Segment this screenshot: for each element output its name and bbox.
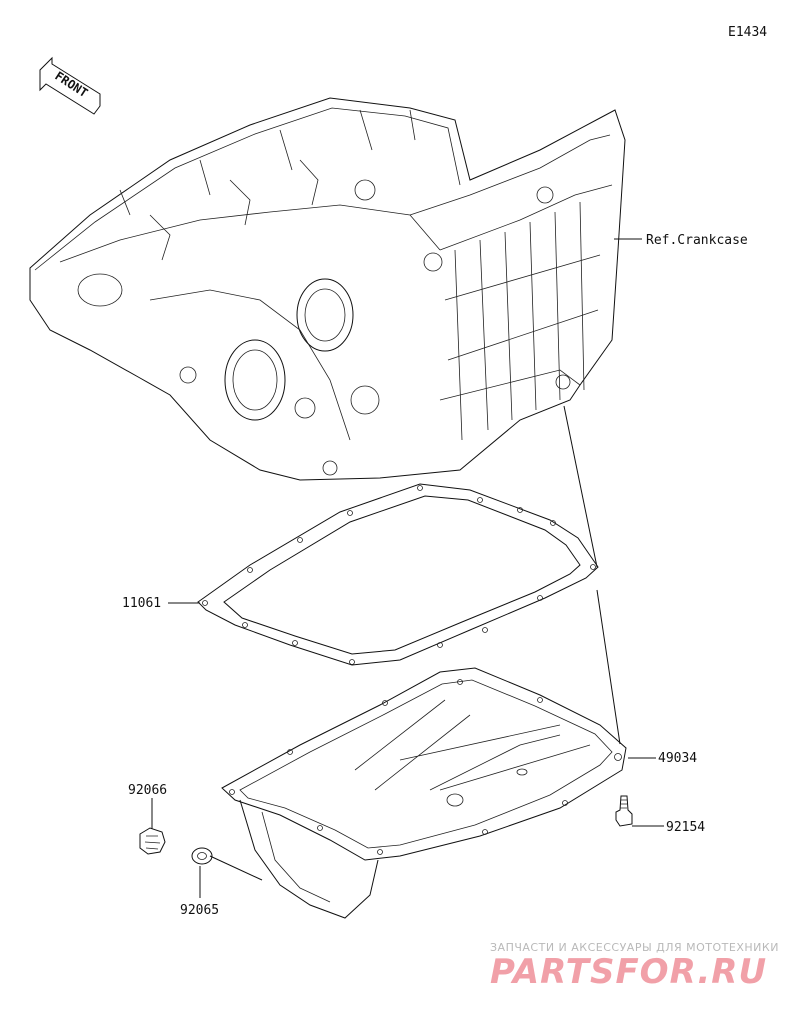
oil-pan-drawing: [221, 667, 627, 919]
watermark-brand: PARTSFOR.RU: [490, 952, 767, 992]
part-label-49034: 49034: [658, 751, 697, 766]
part-label-92065: 92065: [180, 903, 219, 918]
ref-crankcase-label: Ref.Crankcase: [646, 233, 748, 248]
part-label-92066: 92066: [128, 783, 167, 798]
diagram-code: E1434: [728, 25, 767, 40]
part-label-92154: 92154: [666, 820, 705, 835]
washer-drawing: [191, 847, 213, 865]
bolt-drawing: [615, 795, 633, 827]
drain-plug-drawing: [139, 827, 166, 855]
leader-lines: [151, 238, 664, 898]
part-label-11061: 11061: [122, 596, 161, 611]
front-arrow-icon: FRONT: [39, 56, 101, 115]
gasket-drawing: [197, 483, 599, 666]
front-label: FRONT: [52, 69, 90, 100]
crankcase-drawing: [29, 97, 626, 481]
watermark-tagline: ЗАПЧАСТИ И АКСЕССУАРЫ ДЛЯ МОТОТЕХНИКИ: [490, 941, 779, 954]
